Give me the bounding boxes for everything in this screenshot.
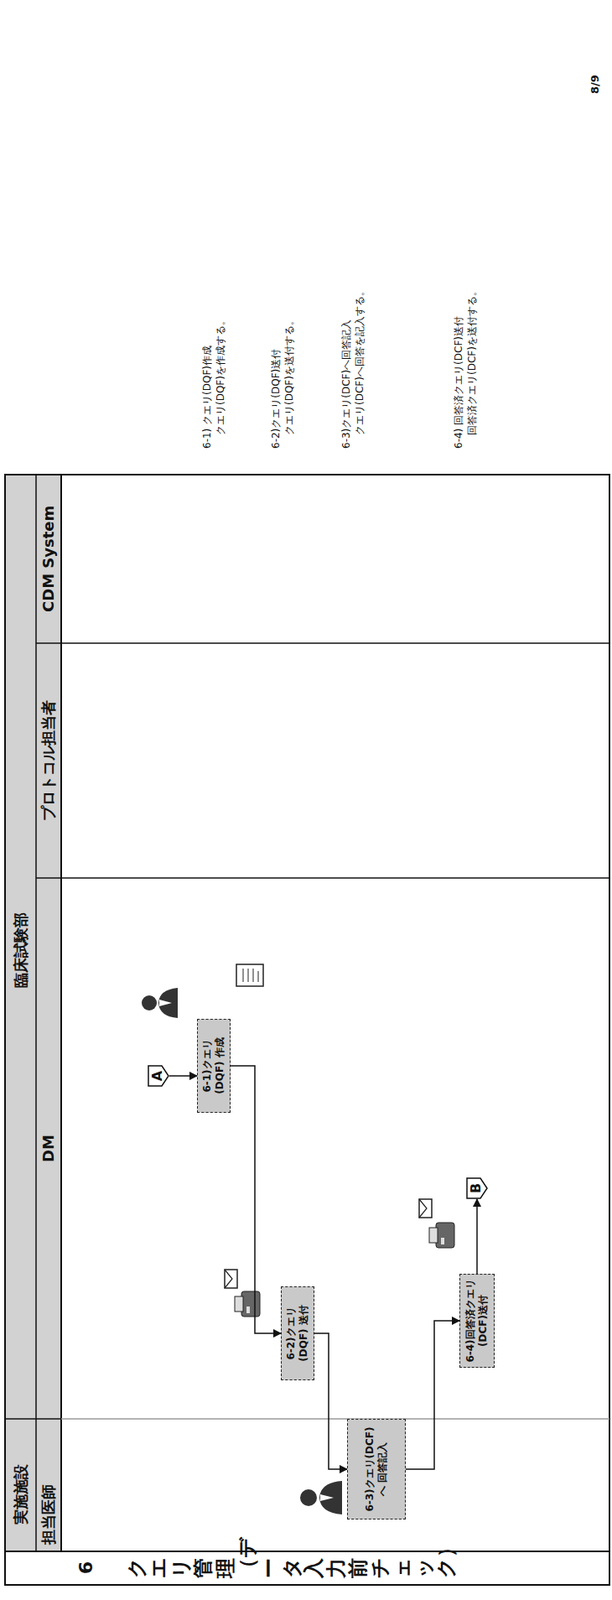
offpage-connector: A [147,1064,170,1087]
header-divider [35,474,37,1551]
step-note: 6-2)クエリ(DQF)送付 [269,348,282,449]
flow-arrow [405,1320,460,1469]
group-header: 実施施設 [11,1463,31,1525]
group-header: 臨床試験部 [11,912,31,988]
section-divider [5,1550,610,1552]
step-note: 6-1) クエリ(DQF)作成 [201,345,213,449]
connector-letter: B [467,1182,484,1193]
section-number: 6 [75,1561,98,1574]
step-note: 6-4) 回答済クエリ(DCF)送付 [452,316,465,449]
process-text: 6-1)クエリ(DQF) 作成 [201,1022,227,1109]
connector-letter: A [149,1070,166,1081]
envelope-icon [224,1269,238,1288]
flow-arrow [314,1332,348,1469]
process-box: 6-4)回答済クエリ (DCF)送付 [459,1273,495,1368]
section-title: クエリ管理（データ入力前チェック） [125,1557,458,1578]
document-icon [236,964,264,986]
process-box: 6-3)クエリ(DCF)へ 回答記入 [347,1418,406,1520]
fax-icon [234,1291,260,1317]
lane-header: プロトコル担当者 [39,700,58,821]
offpage-connector: B [466,1177,488,1199]
process-text: 6-2)クエリ(DQF) 送付 [285,1290,311,1376]
step-note: 6-3)クエリ(DCF)へ回答記入 [340,319,353,449]
outer-frame [5,474,610,1585]
flow-arrow [169,1074,198,1077]
page-number: 8/9 [588,74,602,94]
envelope-icon [419,1198,432,1218]
flow-arrow [476,1198,478,1274]
lane-divider [36,876,610,879]
fax-icon [429,1222,455,1248]
lane-divider [36,642,610,644]
lane-header: 担当医師 [39,1483,58,1545]
process-text: 6-4)回答済クエリ (DCF)送付 [464,1277,490,1364]
lane-divider [5,1417,62,1420]
process-box: 6-2)クエリ(DQF) 送付 [280,1286,315,1380]
lane-header: CDM System [39,505,58,612]
step-note: クエリ(DQF)を送付する。 [283,315,296,436]
lane-header: DM [39,1134,58,1162]
step-note: 回答済クエリ(DCF)を送付する。 [466,285,478,436]
process-box: 6-1)クエリ(DQF) 作成 [197,1018,231,1113]
lane-divider [61,1417,610,1420]
header-divider [60,474,63,1551]
process-text: 6-3)クエリ(DCF)へ 回答記入 [363,1422,389,1515]
step-note: クエリ(DCF)へ回答を記入する。 [353,285,366,436]
person-icon [300,1480,343,1515]
step-note: クエリ(DQF)を作成する。 [214,315,227,436]
person-icon [141,987,178,1018]
header-band [5,474,62,1551]
flow-arrow [230,1065,281,1333]
